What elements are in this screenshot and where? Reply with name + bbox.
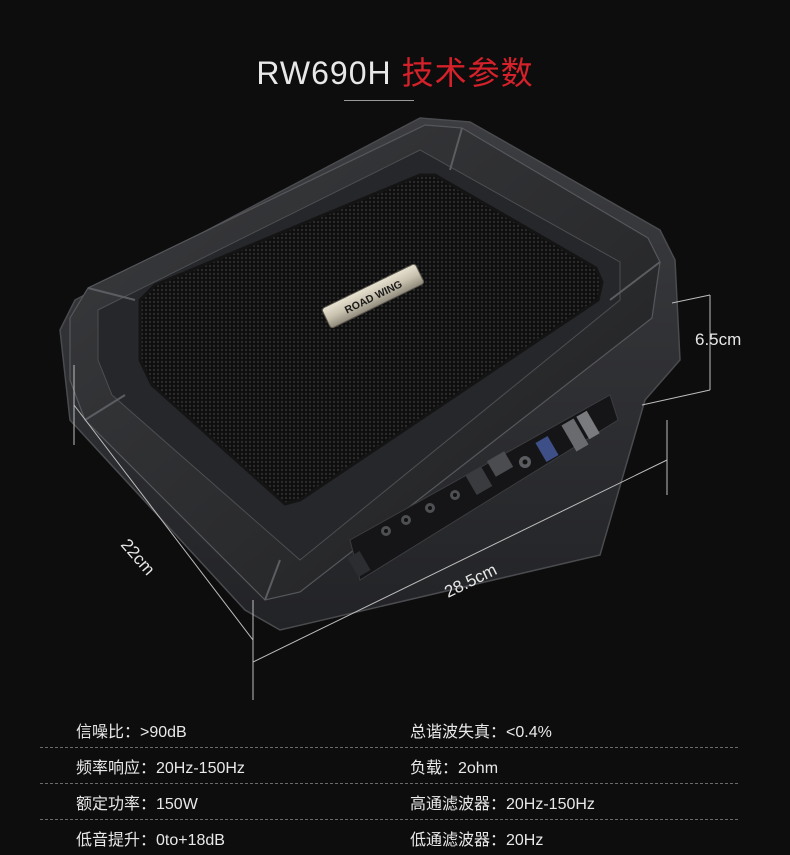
dim-height-label: 6.5cm bbox=[695, 330, 741, 349]
spec-highpass-filter: 高通滤波器：20Hz-150Hz bbox=[410, 796, 595, 813]
spec-row: 频率响应：20Hz-150Hz 负载：2ohm bbox=[40, 748, 738, 784]
spec-row: 低音提升：0to+18dB 低通滤波器：20Hz bbox=[40, 820, 738, 855]
spec-row: 信噪比：>90dB 总谐波失真：<0.4% bbox=[40, 712, 738, 748]
dimension-lines bbox=[73, 294, 711, 700]
spec-thd: 总谐波失真：<0.4% bbox=[410, 724, 552, 741]
title-underline bbox=[344, 100, 414, 101]
spec-table: 信噪比：>90dB 总谐波失真：<0.4% 频率响应：20Hz-150Hz 负载… bbox=[40, 712, 738, 855]
spec-lowpass-filter: 低通滤波器：20Hz bbox=[410, 832, 544, 849]
spec-load: 负载：2ohm bbox=[410, 760, 499, 777]
spec-frequency-response: 频率响应：20Hz-150Hz bbox=[76, 760, 245, 777]
product-illustration: ROAD WING 6.5cm 22cm 28.5cm bbox=[59, 117, 741, 700]
model-name: RW690H bbox=[256, 55, 392, 91]
spec-row: 额定功率：150W 高通滤波器：20Hz-150Hz bbox=[40, 784, 738, 820]
spec-snr: 信噪比：>90dB bbox=[76, 724, 187, 741]
spec-bass-boost: 低音提升：0to+18dB bbox=[76, 832, 225, 849]
spec-rated-power: 额定功率：150W bbox=[76, 796, 198, 813]
title-zh: 技术参数 bbox=[401, 55, 534, 91]
speaker-grille bbox=[138, 173, 604, 506]
connector-panel bbox=[347, 394, 619, 581]
dim-depth-label: 22cm bbox=[117, 535, 159, 579]
